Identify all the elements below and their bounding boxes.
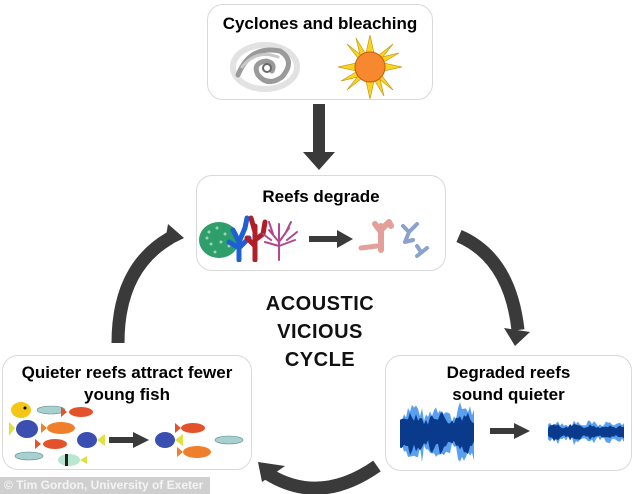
arrow-cyclones-to-reefs <box>303 104 335 170</box>
stage-cyclones-bleaching: Cyclones and bleaching <box>207 4 433 100</box>
fish-red <box>35 439 67 449</box>
fish-blue <box>77 432 105 448</box>
fish-striped <box>58 454 87 466</box>
arrow-sound-to-fish <box>258 460 381 494</box>
fish-grey <box>14 451 44 461</box>
fish-blue <box>9 420 38 438</box>
fish-yellow <box>11 402 31 418</box>
stage-title: Cyclones and bleaching <box>222 14 418 33</box>
fish-grey <box>214 435 244 445</box>
fish-blue <box>155 432 183 448</box>
fish-red <box>175 423 205 433</box>
stage-reefs-degrade: Reefs degrade <box>196 175 446 271</box>
waveform-shape <box>400 411 474 455</box>
arrow-right-icon <box>109 432 149 448</box>
stage-title: Degraded reefs sound quieter <box>386 362 631 406</box>
stage-title: Quieter reefs attract fewer young fish <box>3 362 251 406</box>
degraded-coral-icon <box>358 219 429 258</box>
cyclone-icon <box>230 42 300 92</box>
arrow-right-icon <box>309 230 353 248</box>
fish-grey <box>36 405 66 415</box>
center-label: ACOUSTIC VICIOUS CYCLE <box>230 290 410 374</box>
stage-title-line: Degraded reefs <box>446 363 571 382</box>
waveform-shape <box>548 423 624 442</box>
stage-title-line: Quieter reefs attract fewer <box>21 363 233 382</box>
stage-title: Reefs degrade <box>262 187 380 206</box>
healthy-coral-icon <box>199 215 298 262</box>
few-fish-icon <box>155 423 244 458</box>
arrow-fish-to-reefs <box>111 224 184 344</box>
loud-waveform-icon <box>400 402 474 463</box>
center-label-line: CYCLE <box>284 349 356 371</box>
stage-title-line: young fish <box>84 385 170 404</box>
quiet-waveform-icon <box>548 420 624 446</box>
arrow-reefs-to-sound <box>456 230 530 346</box>
stage-sound-quieter: Degraded reefs sound quieter <box>385 355 632 471</box>
fish-orange <box>177 446 211 458</box>
stage-title-line: sound quieter <box>452 385 565 404</box>
sun-icon <box>338 35 402 99</box>
stage-fewer-fish: Quieter reefs attract fewer young fish <box>2 355 252 470</box>
photo-credit: © Tim Gordon, University of Exeter <box>0 477 210 494</box>
center-label-line: VICIOUS <box>277 321 363 343</box>
many-fish-icon <box>9 402 105 466</box>
arrow-right-icon <box>490 423 530 439</box>
fish-orange <box>41 422 75 434</box>
center-label-line: ACOUSTIC <box>265 293 375 315</box>
fish-red <box>61 407 93 417</box>
